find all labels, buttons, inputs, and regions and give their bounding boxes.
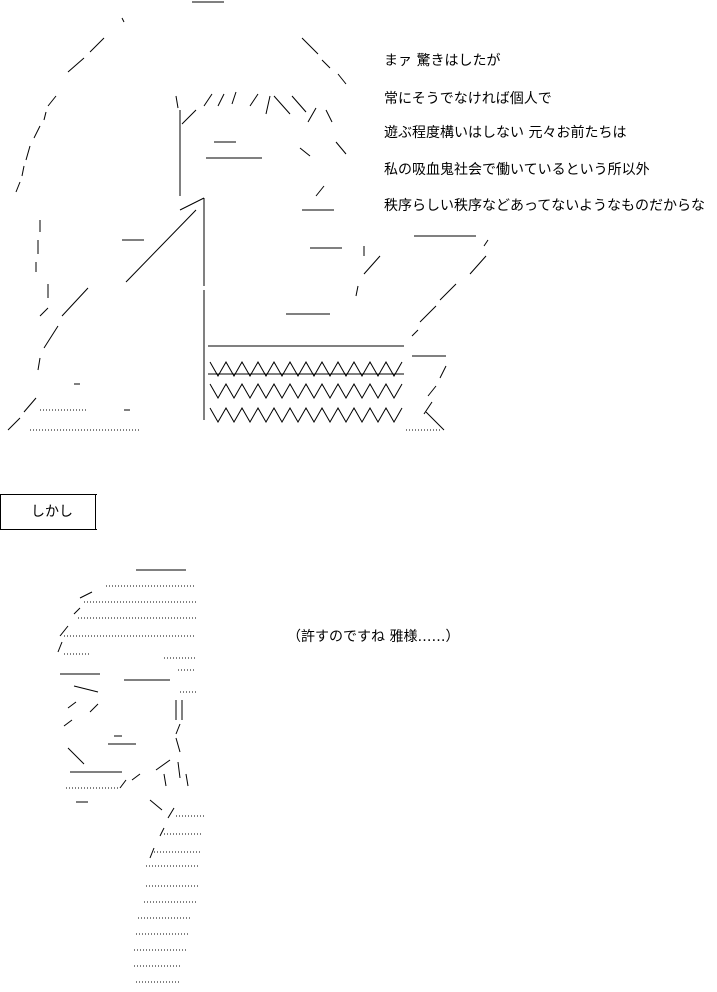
- dialogue-line-2: 常にそうでなければ個人で: [384, 91, 552, 107]
- dialogue-line-1: まァ 驚きはしたが: [384, 53, 501, 69]
- lower-ascii-art: [57, 569, 204, 983]
- caption-label: しかし: [31, 504, 73, 520]
- dialogue-line-5: 秩序らしい秩序などあってないようなものだからな: [384, 198, 706, 214]
- caption-box: しかし: [0, 494, 97, 530]
- upper-ascii-art: [7, 1, 489, 431]
- dialogue-line-4: 私の吸血鬼社会で働いているという所以外: [384, 162, 650, 178]
- inner-thought-text: （許すのですね 雅様……）: [287, 629, 460, 645]
- dialogue-line-3: 遊ぶ程度構いはしない 元々お前たちは: [384, 125, 627, 141]
